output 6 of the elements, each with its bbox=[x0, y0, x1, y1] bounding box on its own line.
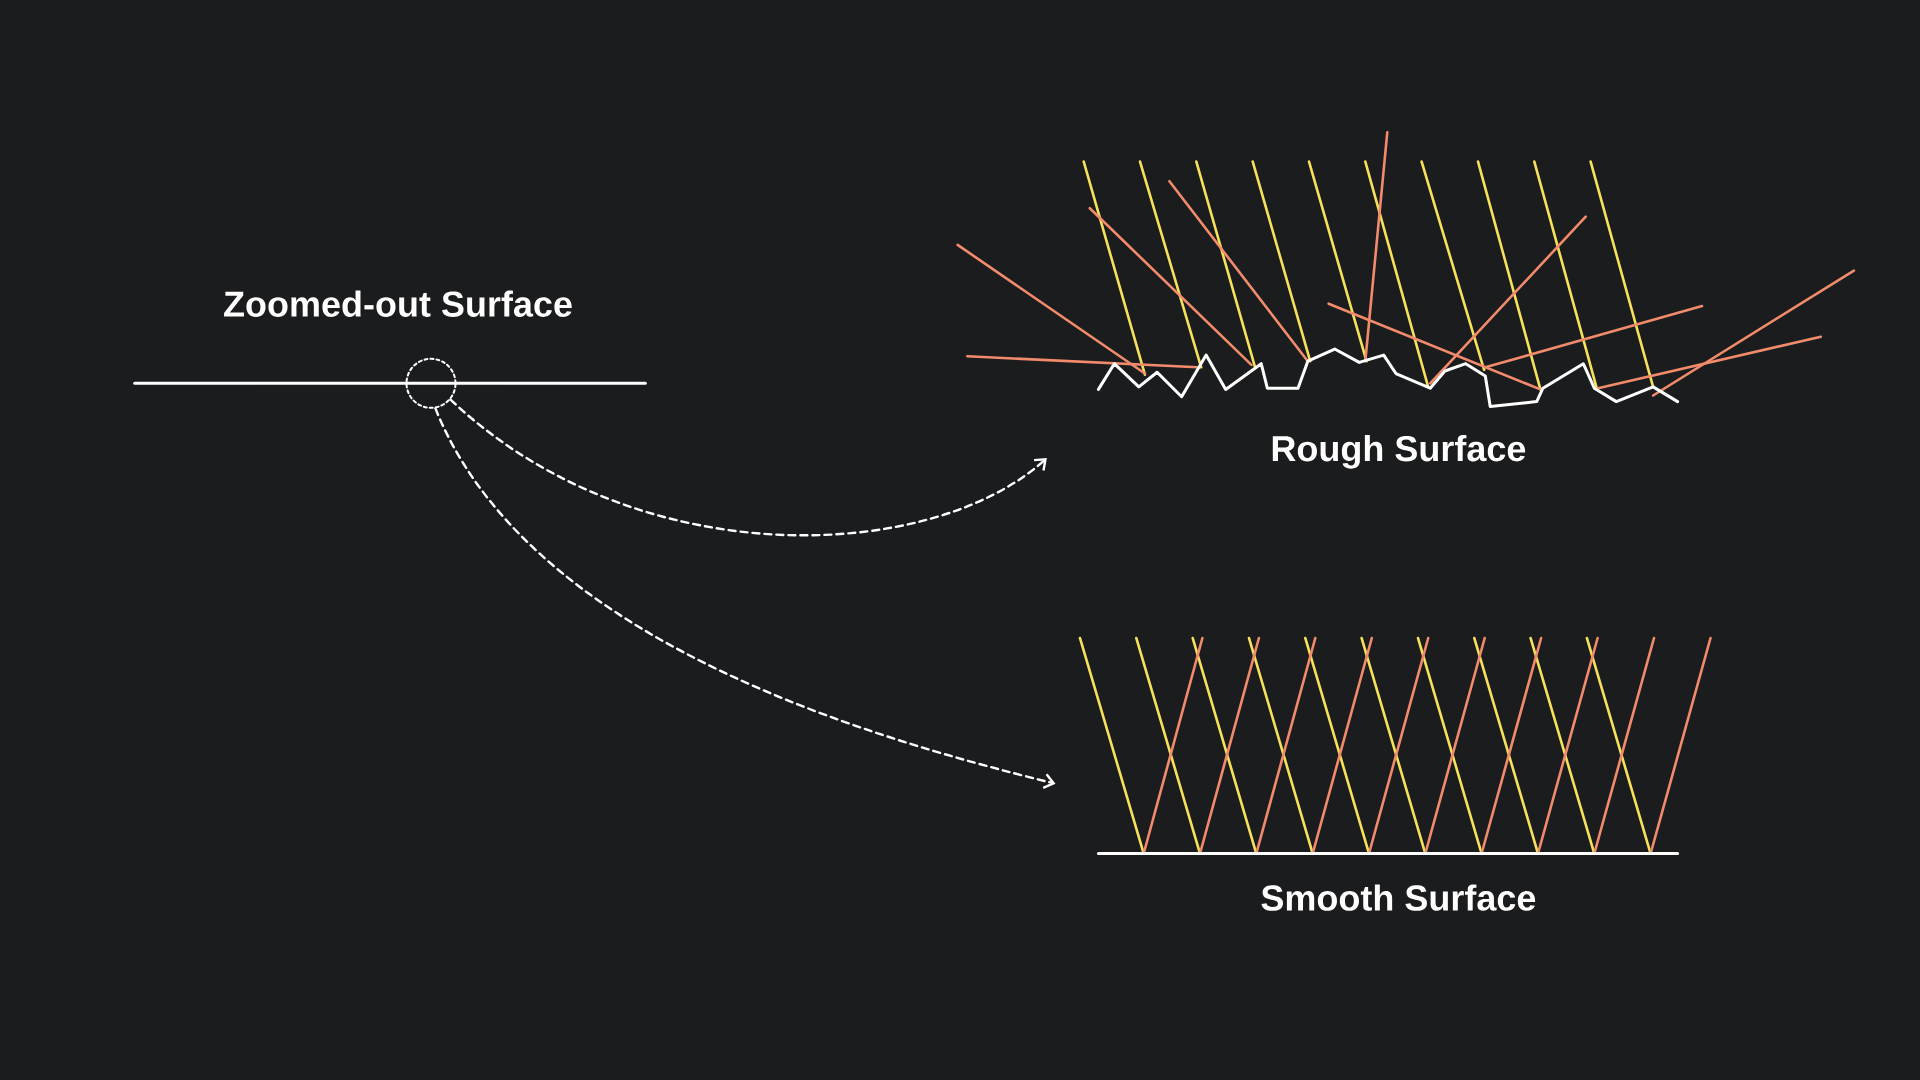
heading: Smooth Surface bbox=[1261, 884, 1536, 911]
dashed-circle bbox=[405, 357, 457, 409]
heading: Zoomed-out Surface bbox=[224, 290, 572, 317]
heading: Rough Surface bbox=[1272, 434, 1526, 469]
arrow bbox=[449, 398, 1047, 536]
arrow bbox=[434, 407, 1056, 789]
